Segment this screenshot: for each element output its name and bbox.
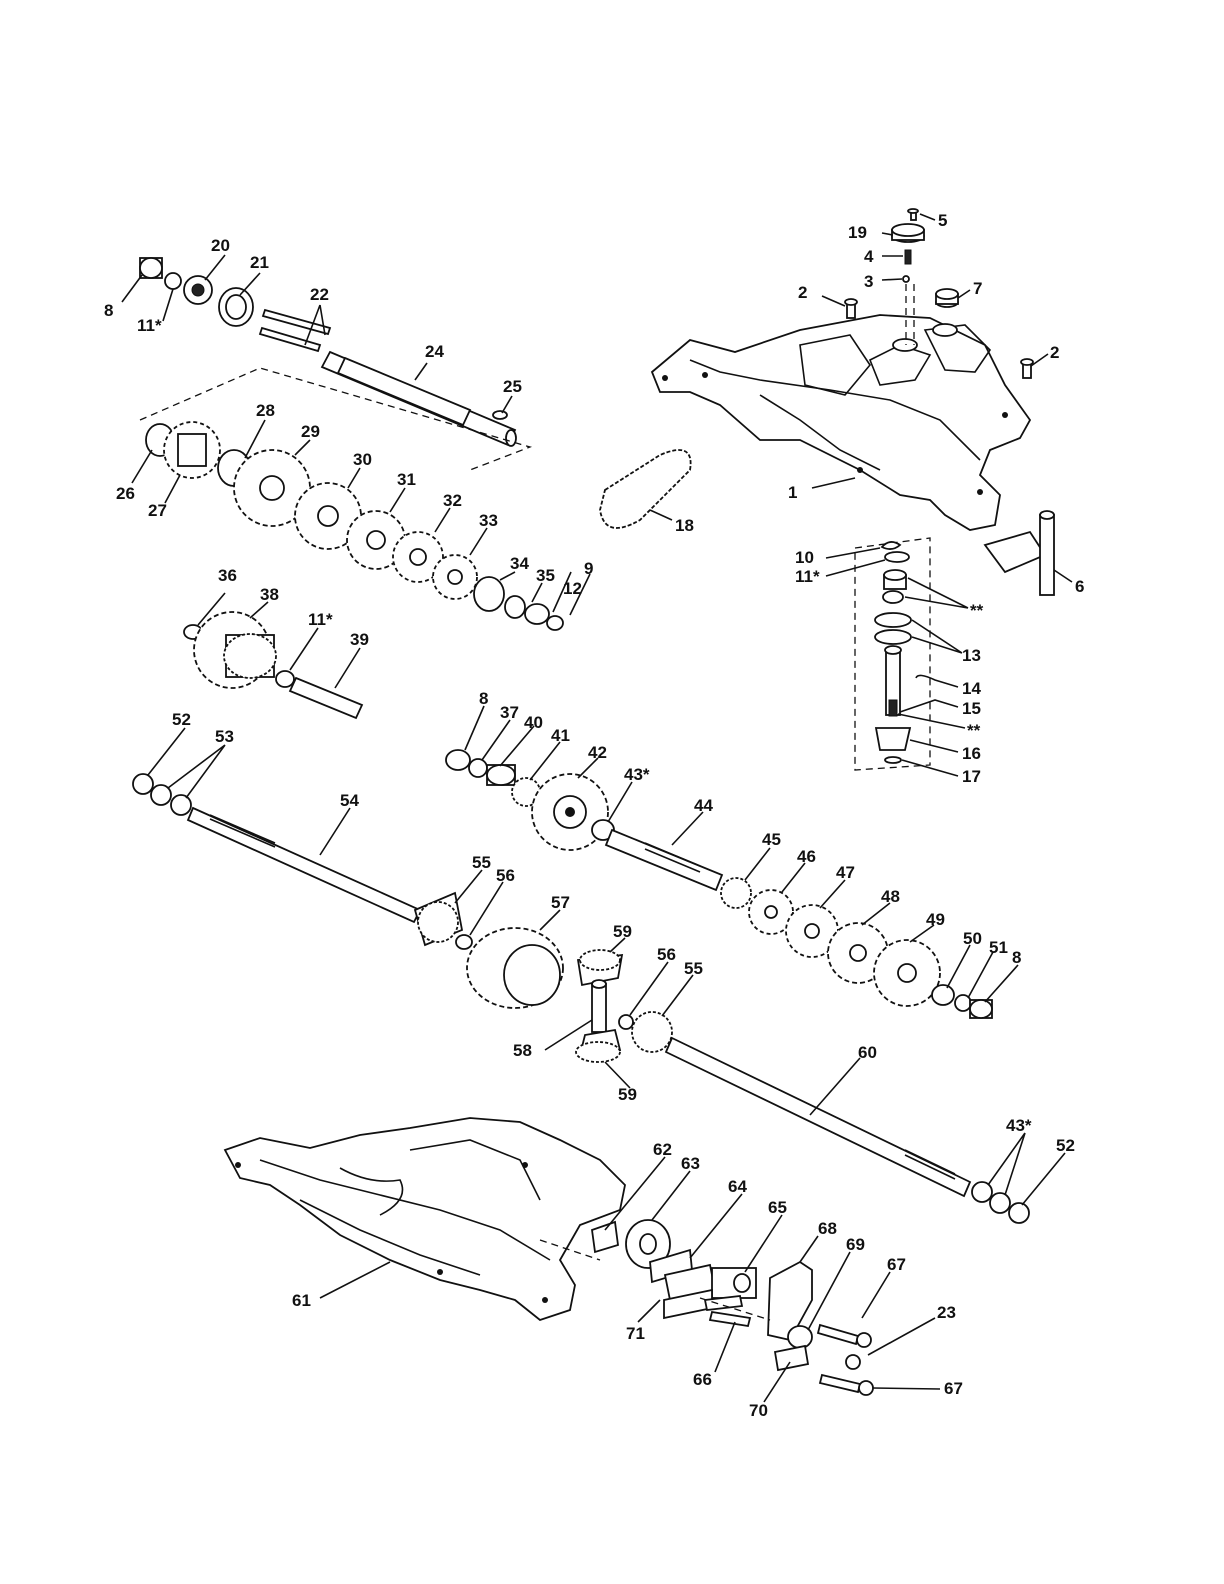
callout-21: 21 xyxy=(250,253,269,272)
callout-52-left: 52 xyxy=(172,710,191,729)
callout-9: 9 xyxy=(584,559,593,578)
callout-70: 70 xyxy=(749,1401,768,1420)
callout-44: 44 xyxy=(694,796,713,815)
callout-60: 60 xyxy=(858,1043,877,1062)
callout-23: 23 xyxy=(937,1303,956,1322)
callout-19: 19 xyxy=(848,223,867,242)
callout-16: 16 xyxy=(962,744,981,763)
callout-69: 69 xyxy=(846,1235,865,1254)
callout-40: 40 xyxy=(524,713,543,732)
callout-57: 57 xyxy=(551,893,570,912)
callout-15: 15 xyxy=(962,699,981,718)
callout-17: 17 xyxy=(962,767,981,786)
callout-3: 3 xyxy=(864,272,873,291)
callout-35: 35 xyxy=(536,566,555,585)
part-illustrations xyxy=(133,209,1054,1395)
callout-46: 46 xyxy=(797,847,816,866)
callout-11-column: 11* xyxy=(795,567,820,586)
callout-22: 22 xyxy=(310,285,329,304)
callout-2-top: 2 xyxy=(798,283,807,302)
callout-28: 28 xyxy=(256,401,275,420)
callout-71: 71 xyxy=(626,1324,645,1343)
callout-29: 29 xyxy=(301,422,320,441)
callout-14: 14 xyxy=(962,679,981,698)
callout-56-left: 56 xyxy=(496,866,515,885)
callout-39: 39 xyxy=(350,630,369,649)
callout-55-right: 55 xyxy=(684,959,703,978)
callout-63: 63 xyxy=(681,1154,700,1173)
callout-6: 6 xyxy=(1075,577,1084,596)
callout-25: 25 xyxy=(503,377,522,396)
callout-2-right: 2 xyxy=(1050,343,1059,362)
callout-38: 38 xyxy=(260,585,279,604)
callout-11-top: 11* xyxy=(137,316,162,335)
callout-54: 54 xyxy=(340,791,359,810)
callout-47: 47 xyxy=(836,863,855,882)
callout-66: 66 xyxy=(693,1370,712,1389)
output-gears-illustration xyxy=(721,878,992,1018)
callout-49: 49 xyxy=(926,910,945,929)
callout-7: 7 xyxy=(973,279,982,298)
callout-13: 13 xyxy=(962,646,981,665)
callout-64: 64 xyxy=(728,1177,747,1196)
callout-36: 36 xyxy=(218,566,237,585)
callout-26: 26 xyxy=(116,484,135,503)
callout-4: 4 xyxy=(864,247,874,266)
callout-8-right: 8 xyxy=(1012,948,1021,967)
callout-56-right: 56 xyxy=(657,945,676,964)
callout-53: 53 xyxy=(215,727,234,746)
callout-55-left: 55 xyxy=(472,853,491,872)
callout-65: 65 xyxy=(768,1198,787,1217)
callout-27: 27 xyxy=(148,501,167,520)
callout-8-top: 8 xyxy=(104,301,113,320)
callout-10: 10 xyxy=(795,548,814,567)
callout-8-mid: 8 xyxy=(479,689,488,708)
callout-52-right: 52 xyxy=(1056,1136,1075,1155)
callout-59-top: 59 xyxy=(613,922,632,941)
callout-30: 30 xyxy=(353,450,372,469)
callout-68: 68 xyxy=(818,1219,837,1238)
callout-50: 50 xyxy=(963,929,982,948)
callout-1: 1 xyxy=(788,483,797,502)
callout-62: 62 xyxy=(653,1140,672,1159)
axle-shaft-right-illustration xyxy=(666,1038,1029,1223)
double-star-marker-upper: ** xyxy=(970,601,984,620)
brake-assembly-illustration xyxy=(540,1220,873,1395)
callout-67-bottom: 67 xyxy=(944,1379,963,1398)
reduction-gear-illustration xyxy=(184,612,362,718)
callout-32: 32 xyxy=(443,491,462,510)
callout-58: 58 xyxy=(513,1041,532,1060)
callout-48: 48 xyxy=(881,887,900,906)
differential-illustration xyxy=(467,928,672,1062)
callout-18: 18 xyxy=(675,516,694,535)
callout-31: 31 xyxy=(397,470,416,489)
callout-11-mid: 11* xyxy=(308,610,333,629)
callout-42: 42 xyxy=(588,743,607,762)
callout-37: 37 xyxy=(500,703,519,722)
double-star-marker-lower: ** xyxy=(967,721,981,740)
callout-24: 24 xyxy=(425,342,444,361)
callout-43-right: 43* xyxy=(1006,1116,1032,1135)
callout-33: 33 xyxy=(479,511,498,530)
callout-41: 41 xyxy=(551,726,570,745)
callout-45: 45 xyxy=(762,830,781,849)
shift-column-illustration xyxy=(855,538,930,770)
callout-5: 5 xyxy=(938,211,947,230)
callout-51: 51 xyxy=(989,938,1008,957)
callout-34: 34 xyxy=(510,554,529,573)
callout-59-bottom: 59 xyxy=(618,1085,637,1104)
callout-12: 12 xyxy=(563,579,582,598)
callout-20: 20 xyxy=(211,236,230,255)
lower-housing-illustration xyxy=(225,1118,625,1320)
axle-shaft-left-illustration xyxy=(133,774,472,949)
callout-43-mid: 43* xyxy=(624,765,650,784)
callout-67-top: 67 xyxy=(887,1255,906,1274)
upper-housing-illustration xyxy=(652,315,1030,530)
callout-61: 61 xyxy=(292,1291,311,1310)
